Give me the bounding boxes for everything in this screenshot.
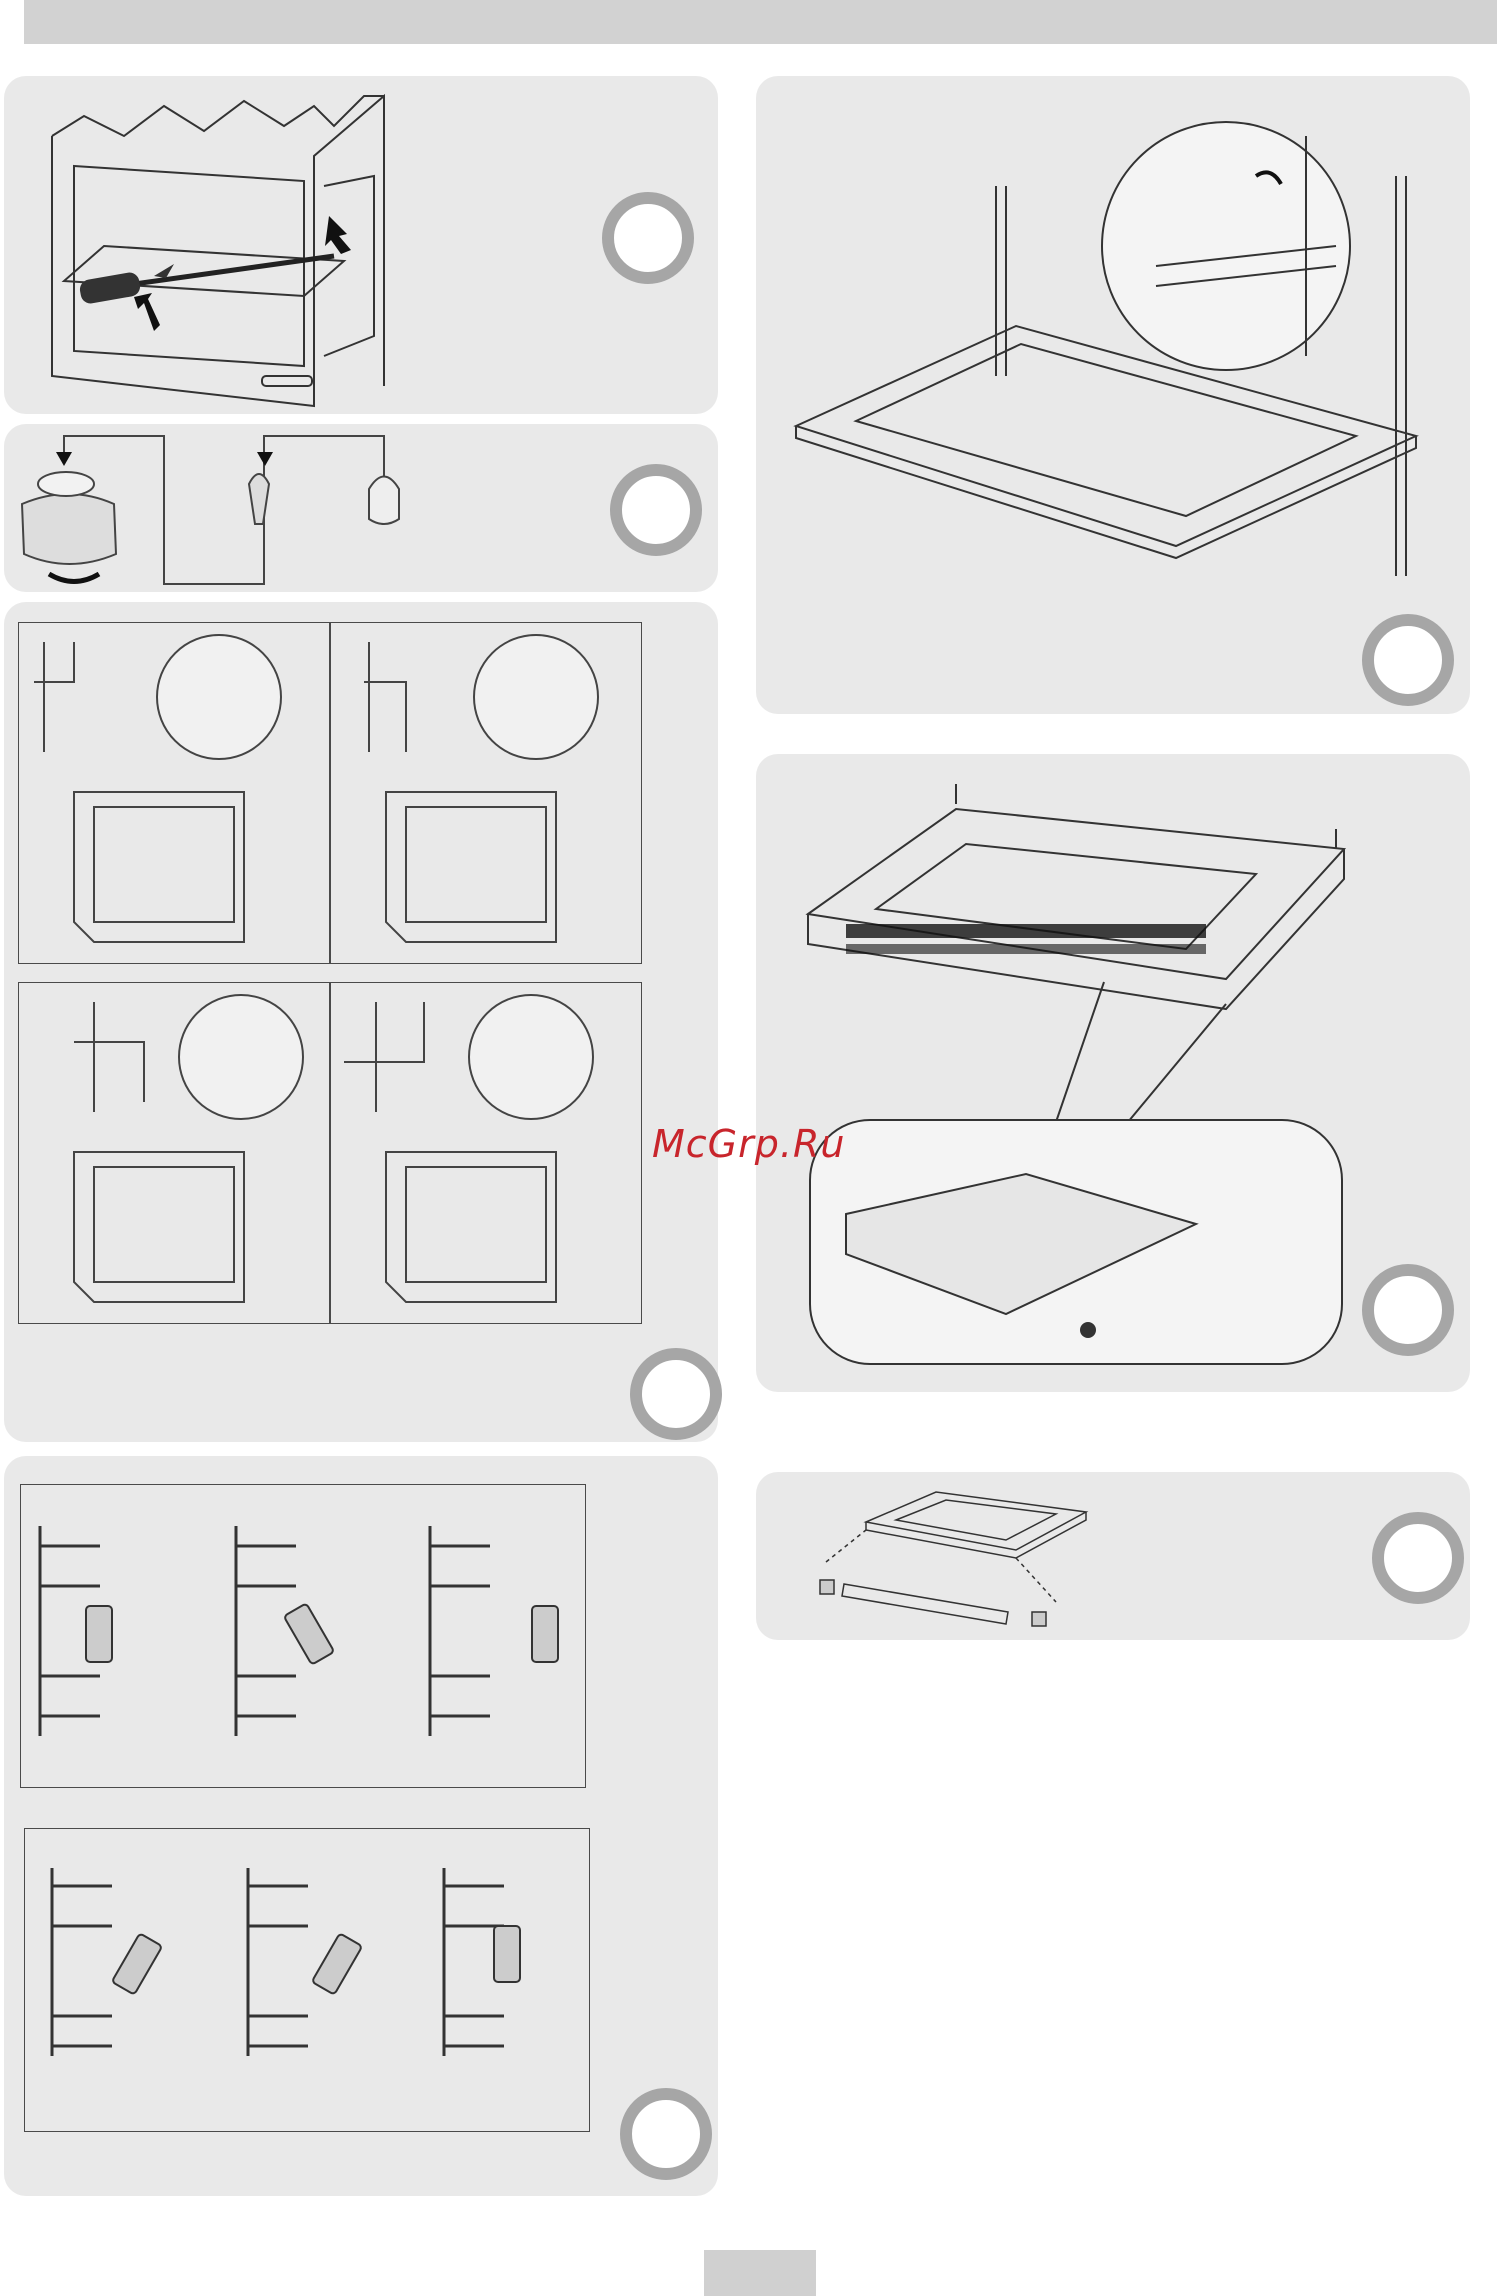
arrow-icon bbox=[56, 452, 72, 466]
hinge-icon bbox=[756, 76, 1470, 714]
figure-panel-light-cover bbox=[4, 76, 718, 414]
shelf-rail-icon bbox=[4, 602, 718, 1442]
step-marker bbox=[1362, 1264, 1454, 1356]
door-vents bbox=[846, 924, 1206, 954]
screw-icon bbox=[1080, 1322, 1096, 1338]
screwdriver-icon bbox=[78, 256, 334, 305]
figure-panel-door-exploded bbox=[756, 1472, 1470, 1640]
figure-panel-shelf-supports bbox=[4, 602, 718, 1442]
step-marker bbox=[630, 1348, 722, 1440]
figure-panel-door-glass bbox=[756, 754, 1470, 1392]
arrow-icon bbox=[134, 293, 160, 331]
step-marker bbox=[610, 464, 702, 556]
page-number-box bbox=[704, 2250, 816, 2296]
step-marker bbox=[602, 192, 694, 284]
step-marker bbox=[1362, 614, 1454, 706]
watermark: McGrp.Ru bbox=[652, 1122, 845, 1166]
figure-panel-bulb bbox=[4, 424, 718, 592]
figure-panel-door-hinge bbox=[756, 76, 1470, 714]
door-icon bbox=[756, 1472, 1470, 1640]
runner-icon bbox=[4, 1456, 718, 2196]
arrow-icon bbox=[49, 574, 99, 582]
arrow-icon bbox=[257, 452, 273, 466]
figure-panel-runners bbox=[4, 1456, 718, 2196]
arrow-icon bbox=[325, 216, 351, 254]
header-bar bbox=[24, 0, 1497, 44]
step-marker bbox=[1372, 1512, 1464, 1604]
step-marker bbox=[620, 2088, 712, 2180]
